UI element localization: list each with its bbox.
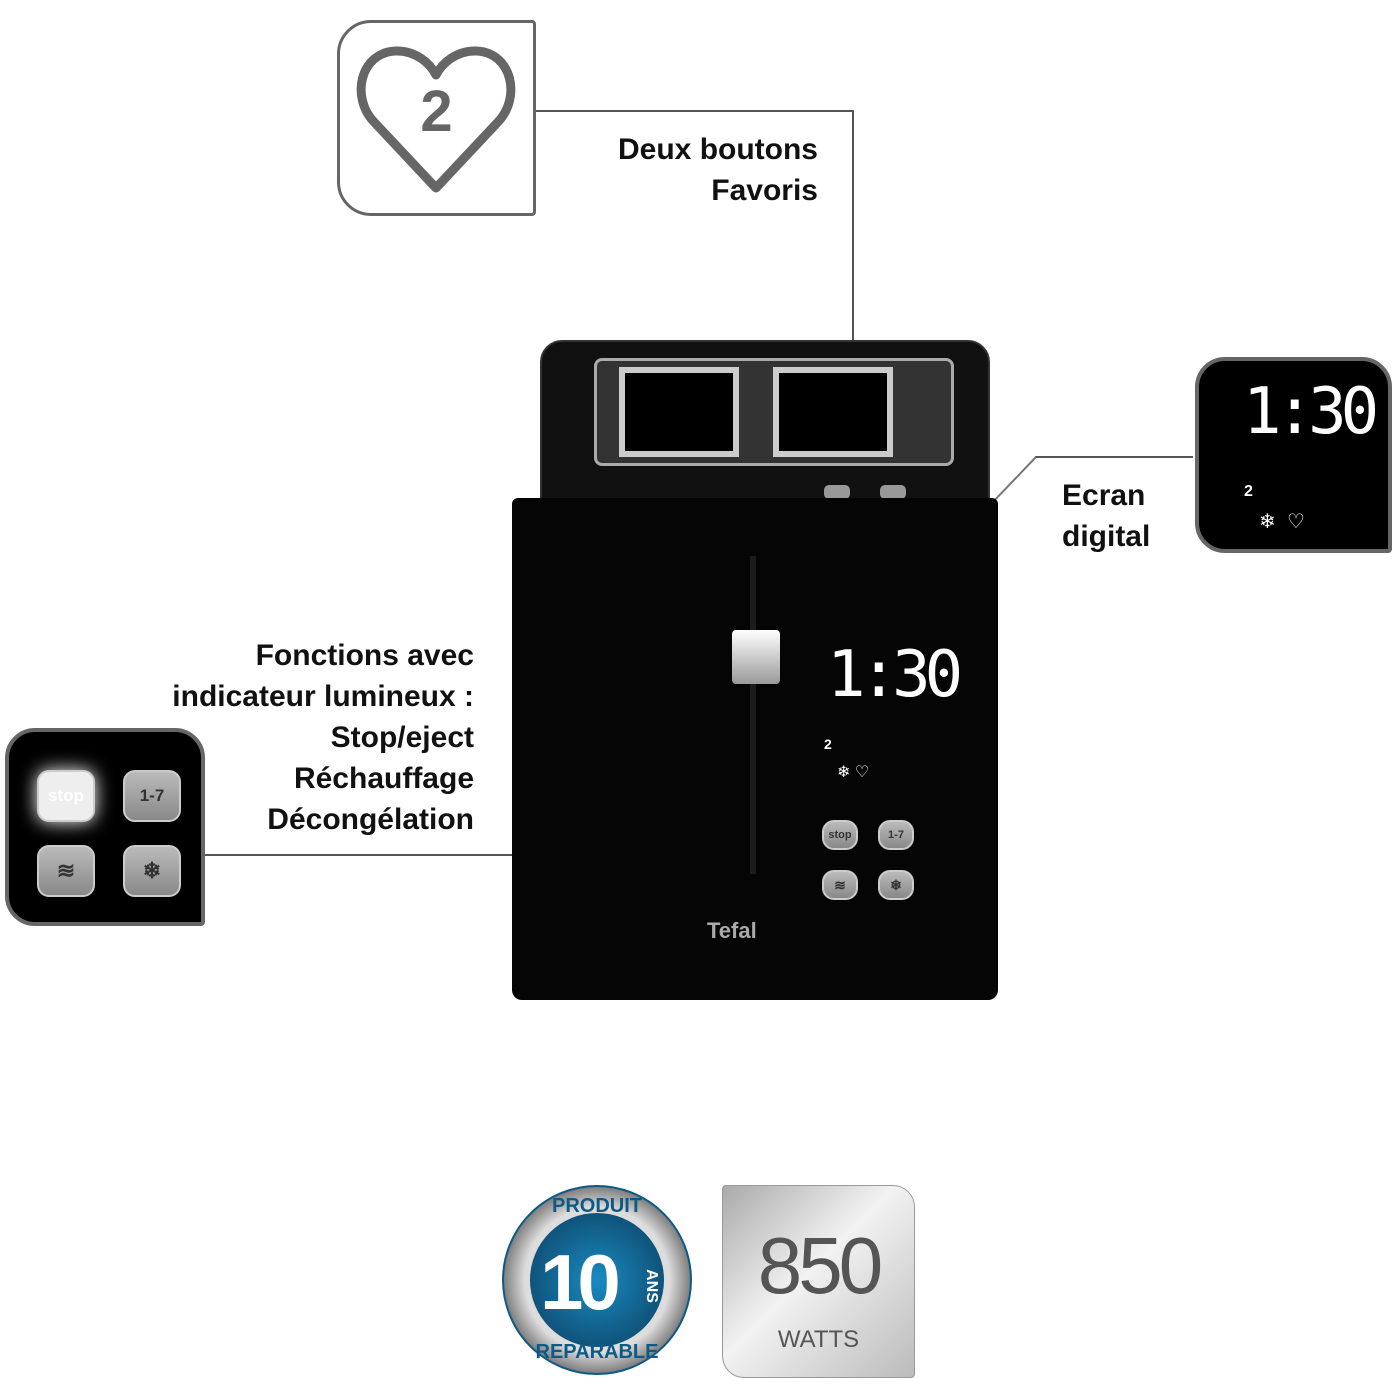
slot-right	[773, 367, 893, 457]
display-label-line2: digital	[1062, 520, 1151, 553]
display-label-line1: Ecran	[1062, 479, 1146, 512]
display-zoom-box: 1:30 2 ❄ ♡	[1195, 357, 1392, 553]
functions-line: Réchauffage	[293, 762, 474, 795]
toaster-display-level: 2	[824, 736, 832, 752]
toaster-body: 1:30 2 ❄ ♡ stop 1-7 ≋ ❄ Tefal	[512, 498, 998, 1000]
functions-line: Fonctions avec	[255, 639, 474, 672]
slot-left	[619, 367, 739, 457]
bread-slots	[594, 358, 954, 466]
callout-line	[536, 110, 854, 112]
favorite-button-1[interactable]	[824, 485, 850, 499]
reheat-button[interactable]: ≋	[822, 870, 858, 900]
power-unit: WATTS	[777, 1326, 860, 1353]
favorites-label-line1: Deux boutons	[618, 133, 818, 166]
favorites-label: Deux boutons Favoris	[618, 129, 818, 211]
brand-logo: Tefal	[707, 918, 757, 943]
functions-line: indicateur lumineux :	[172, 680, 474, 713]
lever-knob[interactable]	[732, 630, 780, 684]
toaster-top	[540, 340, 990, 500]
heart-indicator-icon: ♡	[1287, 511, 1305, 533]
display-time: 1:30	[1243, 375, 1379, 449]
callout-line	[852, 110, 854, 482]
controls-zoom-box: stop 1-7 ≋ ❄	[5, 728, 205, 926]
heart-icon	[356, 46, 516, 193]
defrost-icon: ❄	[1259, 511, 1276, 533]
stop-button[interactable]: stop	[37, 770, 95, 822]
functions-line: Décongélation	[267, 803, 474, 836]
favorites-icon-box: 2	[337, 20, 536, 216]
lever-slot	[750, 556, 756, 874]
defrost-button[interactable]: ❄	[123, 845, 181, 897]
power-value: 850	[757, 1221, 883, 1310]
favorite-button-2[interactable]	[880, 485, 906, 499]
toaster-display-time: 1:30	[827, 638, 963, 712]
reheat-button[interactable]: ≋	[37, 845, 95, 897]
repair-bottom-text: REPARABLE	[535, 1341, 659, 1363]
functions-line: Stop/eject	[330, 721, 474, 754]
repair-unit: ANS	[642, 1269, 660, 1303]
favorites-label-line2: Favoris	[711, 174, 818, 207]
favorites-number: 2	[420, 79, 453, 144]
levels-button[interactable]: 1-7	[878, 820, 914, 850]
defrost-button[interactable]: ❄	[878, 870, 914, 900]
levels-button[interactable]: 1-7	[123, 770, 181, 822]
display-level: 2	[1244, 483, 1253, 500]
repairable-badge: PRODUIT 10 ANS REPARABLE	[502, 1185, 692, 1375]
display-label: Ecran digital	[1062, 475, 1150, 557]
functions-label: Fonctions avec indicateur lumineux : Sto…	[172, 635, 474, 840]
callout-line	[1035, 456, 1193, 458]
repair-years: 10	[540, 1238, 621, 1326]
stop-button[interactable]: stop	[822, 820, 858, 850]
power-badge: 850 WATTS	[722, 1185, 915, 1378]
defrost-icon: ❄ ♡	[837, 764, 870, 781]
repair-top-text: PRODUIT	[552, 1195, 642, 1217]
